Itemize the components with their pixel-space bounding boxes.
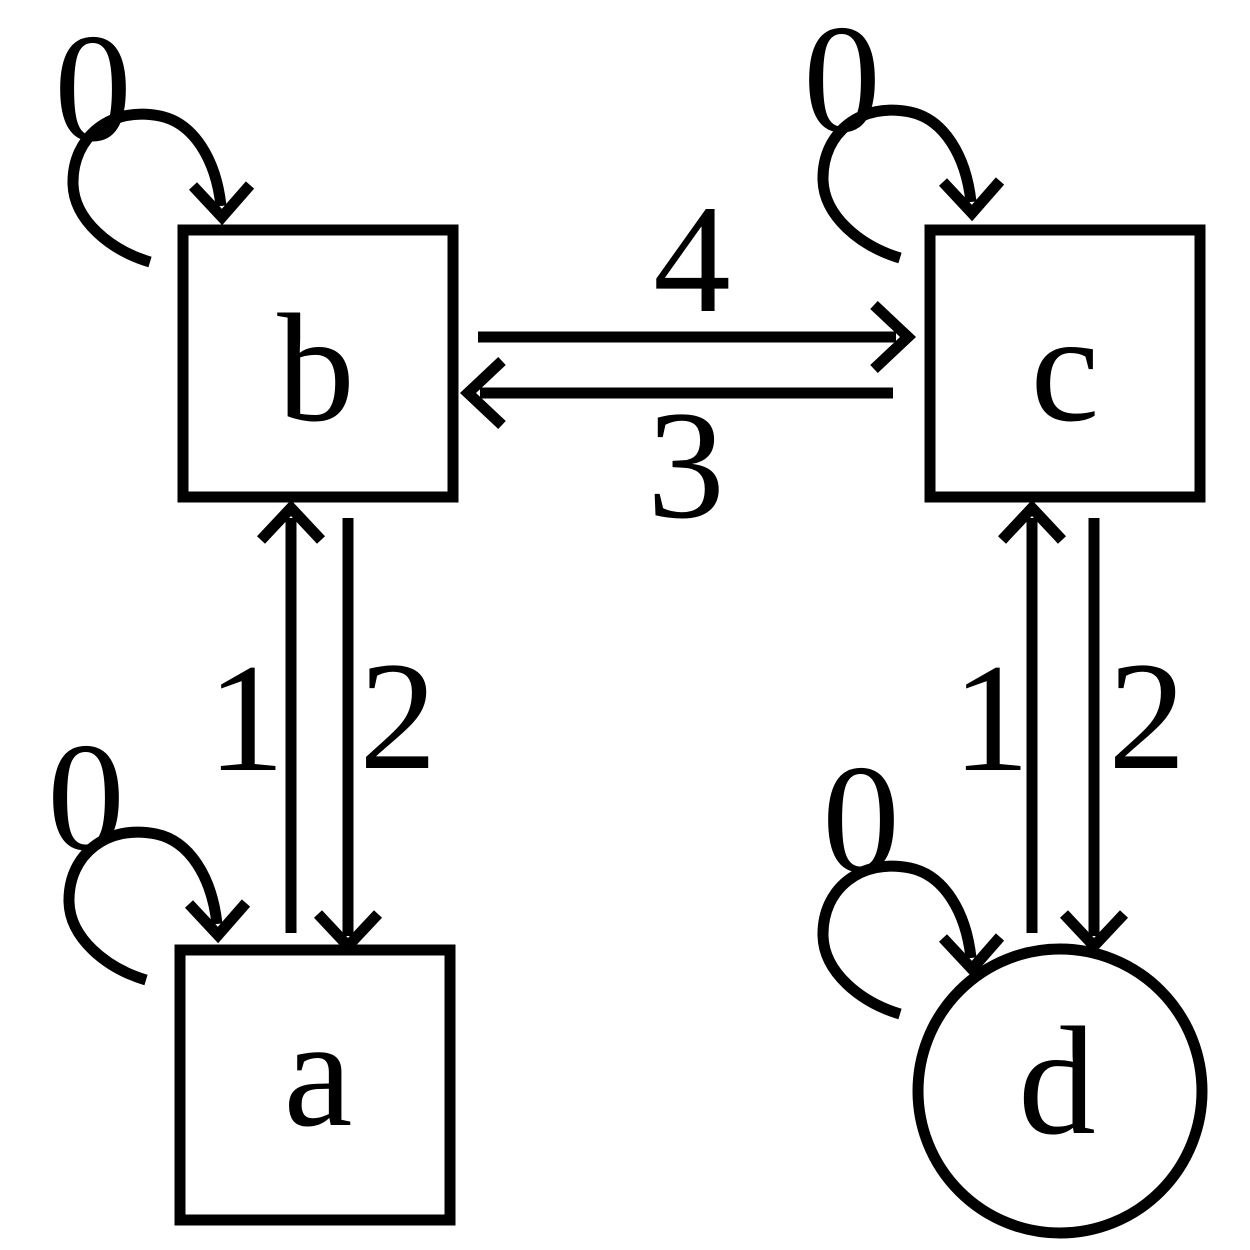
edge-a-to-b-label: 1 [207,632,285,804]
edge-c-to-b-label: 3 [647,379,725,551]
edge-c-to-b-arrow [459,356,893,430]
edge-b-to-c-arrow [478,300,917,374]
node-a-shape [174,944,456,1226]
edge-b-to-a-label: 2 [359,630,437,802]
edge-a-to-b-arrow [256,499,326,933]
self-loop-b-label: 0 [54,2,132,174]
node-b-label: b [277,282,355,454]
edge-d-to-c-label: 1 [952,632,1030,804]
node-b-shape [177,224,459,503]
edge-b-to-c-label: 4 [653,173,731,345]
node-d-label: d [1018,995,1096,1167]
node-c-label: c [1031,282,1100,454]
edge-d-to-c-arrow [997,499,1067,933]
self-loop-c-label: 0 [803,0,881,165]
node-d-shape [912,943,1208,1239]
self-loop-a-label: 0 [47,711,125,883]
edge-b-to-a-arrow [313,518,383,955]
self-loop-d-label: 0 [822,733,900,905]
node-a-label: a [284,987,353,1159]
node-c-shape [924,224,1206,503]
edge-c-to-d-label: 2 [1108,630,1186,802]
edge-c-to-d-arrow [1059,518,1129,955]
